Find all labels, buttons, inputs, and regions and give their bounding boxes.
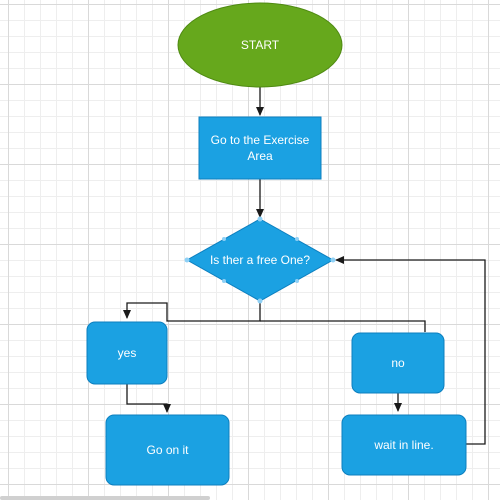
no-node[interactable] <box>351 332 445 394</box>
edge-wait-in-line-to-decision[interactable] <box>335 256 486 445</box>
edge-decision-to-yes[interactable] <box>123 301 261 322</box>
start-node[interactable] <box>177 2 343 88</box>
wait-in-line-node[interactable] <box>341 414 467 476</box>
go-on-it-node[interactable] <box>105 414 230 486</box>
edge-yes-to-go-on-it[interactable] <box>126 384 171 413</box>
decision-selection-handles <box>184 216 336 304</box>
yes-node[interactable] <box>86 321 168 385</box>
horizontal-scrollbar[interactable] <box>0 496 210 500</box>
exercise-area-node[interactable] <box>198 116 322 180</box>
edge-decision-to-no[interactable] <box>260 320 426 332</box>
decision-node[interactable] <box>185 218 335 302</box>
